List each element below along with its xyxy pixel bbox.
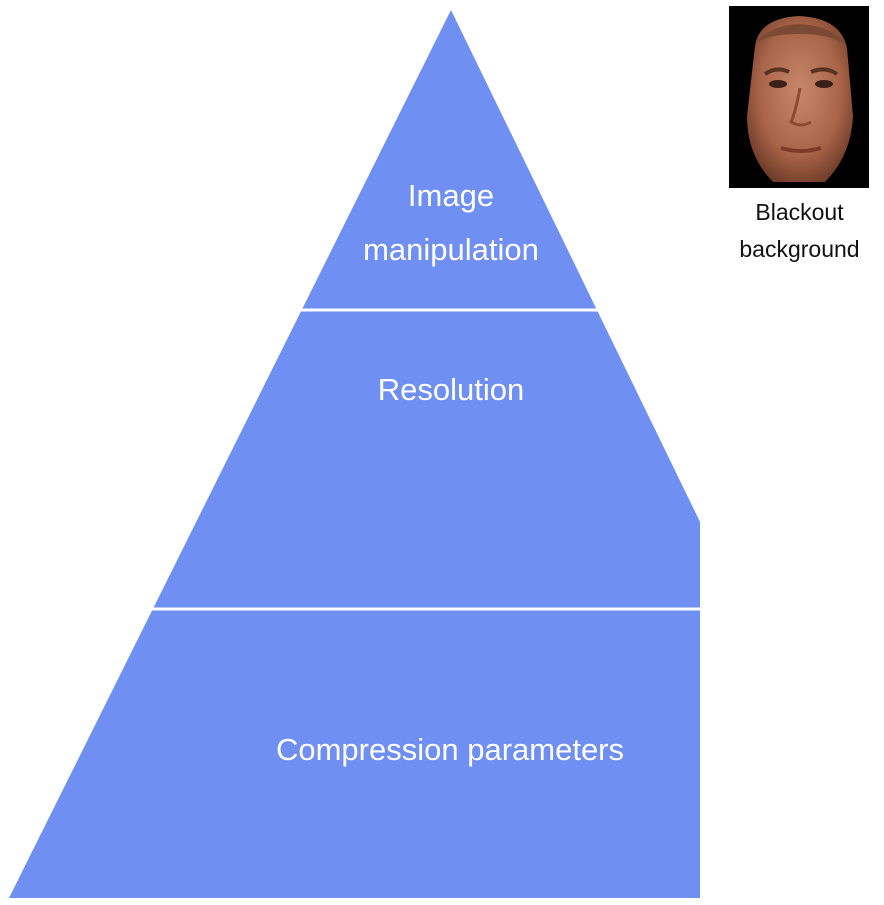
- tier-bottom: Compression parameters: [276, 732, 624, 767]
- caption-line-2: background: [739, 236, 860, 262]
- tier-top-label-line-1: Image: [408, 178, 494, 213]
- tier-middle: Resolution: [378, 372, 524, 407]
- tier-top-label-line-2: manipulation: [363, 232, 539, 267]
- example-caption: Blackout background: [715, 194, 884, 268]
- face-photo: [729, 6, 869, 188]
- caption-line-1: Blackout: [755, 199, 844, 225]
- pyramid-diagram: Image manipulation Resolution Compressio…: [9, 10, 700, 898]
- tier-middle-label: Resolution: [378, 372, 524, 407]
- tier-bottom-label: Compression parameters: [276, 732, 624, 767]
- tier-top: Image manipulation: [363, 178, 539, 267]
- pyramid-shape: [9, 10, 700, 898]
